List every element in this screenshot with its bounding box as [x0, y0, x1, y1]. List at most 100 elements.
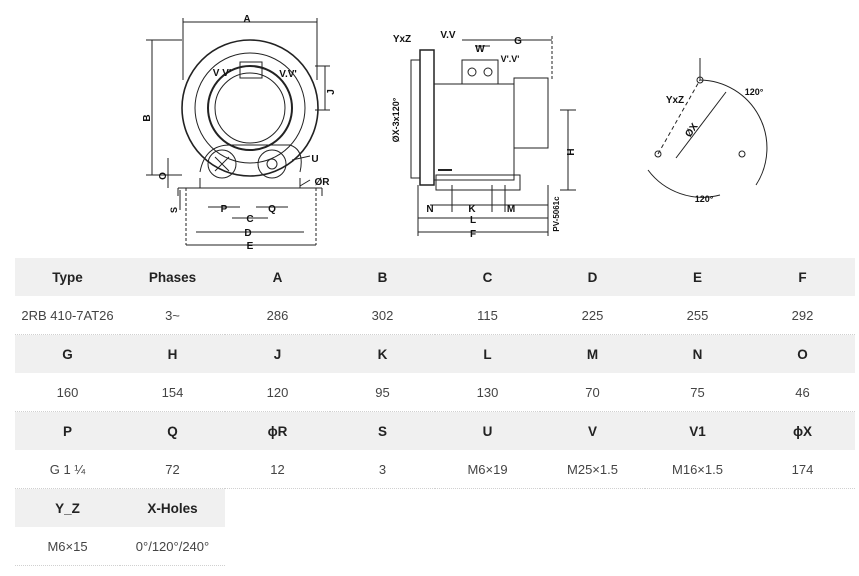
dim-d-label: D: [244, 228, 251, 239]
table-header-cell: P: [15, 411, 120, 450]
table-cell: 225: [540, 296, 645, 335]
table-cell: 72: [120, 450, 225, 489]
table-empty-cell: [330, 527, 435, 566]
table-cell: 292: [750, 296, 855, 335]
dim-c-label: C: [246, 214, 253, 225]
angle-bottom-label: 120°: [695, 194, 714, 204]
table-header-cell: A: [225, 258, 330, 296]
table-cell: 12: [225, 450, 330, 489]
table-header-cell: V1: [645, 411, 750, 450]
table-header-cell: L: [435, 334, 540, 373]
table-header-cell: Q: [120, 411, 225, 450]
table-cell: M25×1.5: [540, 450, 645, 489]
table-empty-cell: [435, 527, 540, 566]
dim-o-label: O: [158, 172, 169, 180]
dim-a-label: A: [243, 14, 250, 25]
table-cell: 75: [645, 373, 750, 412]
front-view: [146, 18, 330, 246]
flange-view: [647, 58, 768, 198]
r-label: ØR: [315, 177, 331, 188]
table-header-cell: M: [540, 334, 645, 373]
yxz-flange-label: YxZ: [666, 95, 684, 106]
drawing-code: PV-5061c: [552, 196, 561, 232]
table-cell: 286: [225, 296, 330, 335]
table-header-cell: X-Holes: [120, 488, 225, 527]
vv-prime-label: V.V': [279, 69, 297, 80]
table-cell: 2RB 410-7AT26: [15, 296, 120, 335]
dim-s-label: S: [169, 207, 179, 213]
table-header-cell: J: [225, 334, 330, 373]
table-empty-cell: [330, 488, 435, 527]
dim-j-label: J: [326, 89, 337, 95]
dim-q-label: Q: [268, 204, 276, 215]
dim-k-label: K: [468, 204, 476, 215]
dim-p-label: P: [221, 204, 228, 215]
u-label: U: [311, 154, 318, 165]
table-empty-cell: [540, 527, 645, 566]
table-cell: 120: [225, 373, 330, 412]
table-header-cell: O: [750, 334, 855, 373]
table-header-cell: C: [435, 258, 540, 296]
dx-label: ØX: [683, 121, 700, 139]
table-cell: 95: [330, 373, 435, 412]
table-header-cell: Type: [15, 258, 120, 296]
table-cell: 70: [540, 373, 645, 412]
table-cell: 255: [645, 296, 750, 335]
vv-side-label: V.V: [440, 30, 456, 41]
dim-l-label: L: [470, 215, 476, 226]
side-view: [410, 36, 576, 236]
holes-label: ØX-3x120°: [391, 97, 401, 142]
table-cell: 46: [750, 373, 855, 412]
table-cell: 174: [750, 450, 855, 489]
table-cell: 115: [435, 296, 540, 335]
table-cell: 3~: [120, 296, 225, 335]
table-header-cell: N: [645, 334, 750, 373]
vv-label: V V': [213, 68, 232, 79]
table-header-cell: ϕX: [750, 411, 855, 450]
table-header-cell: ϕR: [225, 411, 330, 450]
table-header-cell: V: [540, 411, 645, 450]
angle-top-label: 120°: [745, 87, 764, 97]
table-header-cell: G: [15, 334, 120, 373]
table-header-cell: K: [330, 334, 435, 373]
table-empty-cell: [540, 488, 645, 527]
dim-m-label: M: [507, 204, 515, 215]
dim-b-label: B: [142, 114, 153, 121]
table-header-cell: S: [330, 411, 435, 450]
technical-drawing: A B V V' V.V' J O U ØR S P Q C D E YxZ V…: [142, 14, 768, 252]
table-header-cell: D: [540, 258, 645, 296]
dim-e-label: E: [247, 241, 254, 252]
table-cell: M6×19: [435, 450, 540, 489]
table-header-cell: Phases: [120, 258, 225, 296]
table-cell: 3: [330, 450, 435, 489]
dim-w-label: W: [475, 44, 485, 55]
table-cell: 160: [15, 373, 120, 412]
dim-h-label: H: [566, 148, 577, 155]
table-cell: M16×1.5: [645, 450, 750, 489]
table-header-cell: E: [645, 258, 750, 296]
table-header-cell: F: [750, 258, 855, 296]
dim-g-label: G: [514, 36, 522, 47]
table-header-cell: U: [435, 411, 540, 450]
table-cell: G 1 ¼: [15, 450, 120, 489]
yxz-label: YxZ: [393, 34, 411, 45]
table-header-cell: B: [330, 258, 435, 296]
vv-prime-side-label: V'.V': [501, 54, 520, 64]
table-empty-cell: [750, 527, 855, 566]
table-empty-cell: [435, 488, 540, 527]
table-cell: M6×15: [15, 527, 120, 566]
table-header-cell: Y_Z: [15, 488, 120, 527]
table-empty-cell: [645, 527, 750, 566]
table-empty-cell: [645, 488, 750, 527]
table-empty-cell: [225, 527, 330, 566]
table-cell: 154: [120, 373, 225, 412]
table-empty-cell: [750, 488, 855, 527]
